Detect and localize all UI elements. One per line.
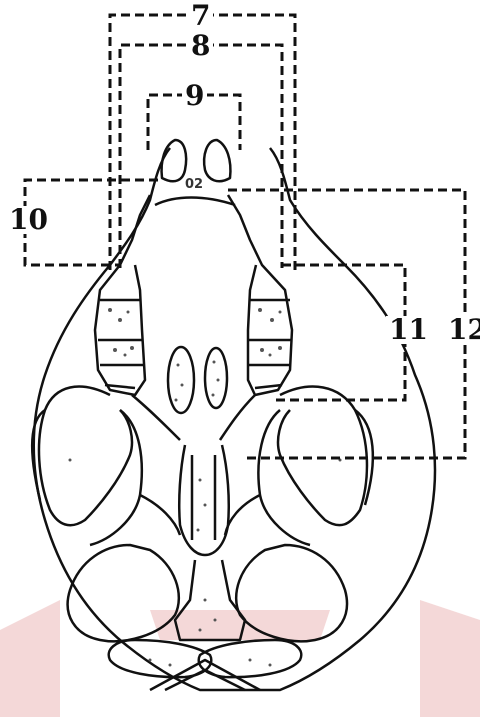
palate-front xyxy=(155,198,235,206)
label-12: 12 xyxy=(445,316,480,344)
watermark-shape xyxy=(0,600,480,717)
right-palatal-foramen xyxy=(205,348,227,408)
right-incisor xyxy=(204,140,230,181)
right-zygomatic-arch xyxy=(278,387,367,526)
label-11: 11 xyxy=(386,316,431,344)
left-auditory-bulla xyxy=(68,545,179,641)
left-occipital-condyle xyxy=(109,640,212,677)
left-zygomatic-arch xyxy=(39,387,132,526)
label-10: 10 xyxy=(6,206,51,234)
skull-marking: 02 xyxy=(185,177,203,192)
label-8: 8 xyxy=(188,32,213,60)
mesopterygoid-fossa xyxy=(179,445,229,555)
label-7: 7 xyxy=(188,2,213,30)
left-palatal-foramen xyxy=(168,347,194,413)
left-incisor xyxy=(162,140,187,181)
label-9: 9 xyxy=(182,82,207,110)
